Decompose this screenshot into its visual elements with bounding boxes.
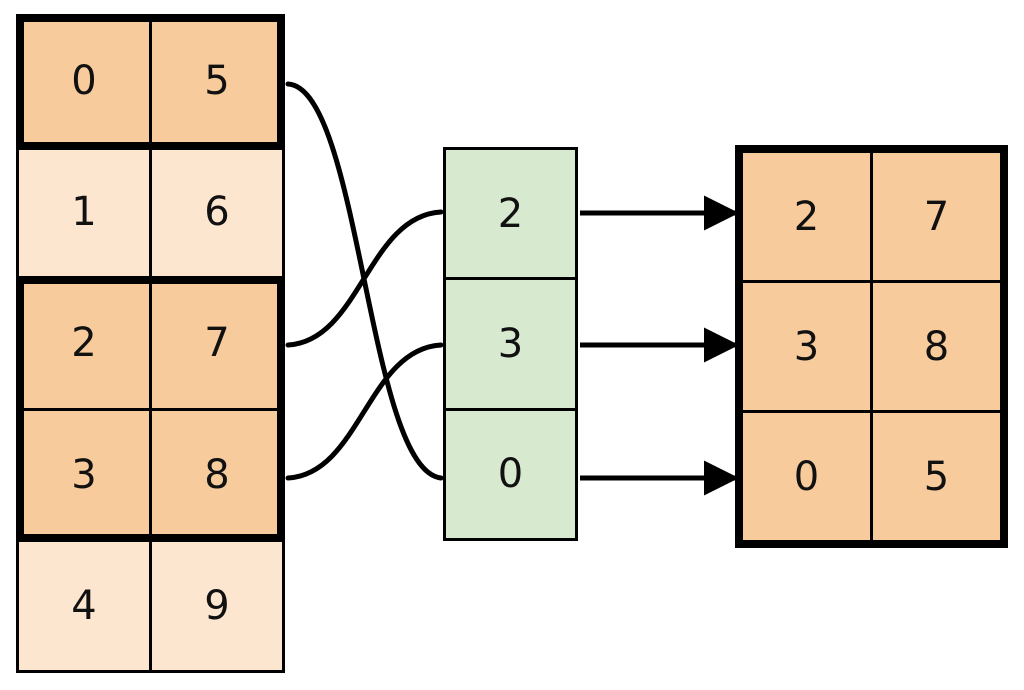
source-cell-r4c1: 9: [152, 541, 282, 670]
source-cell-r4c0: 4: [19, 541, 149, 670]
source-cell-r3c1: 8: [152, 410, 282, 539]
source-cell-r0c0: 0: [19, 17, 149, 146]
result-cell-r0c0: 2: [743, 153, 870, 280]
source-cell-r2c0: 2: [19, 279, 149, 408]
source-table: 0 5 1 6 2 7 3 8 4 9: [16, 14, 285, 673]
curve-source3-to-index1: [285, 342, 444, 481]
source-cell-r0c1: 5: [152, 17, 282, 146]
source-cell-r3c0: 3: [19, 410, 149, 539]
result-cell-r1c0: 3: [743, 283, 870, 410]
result-cell-r1c1: 8: [873, 283, 1000, 410]
result-cell-r0c1: 7: [873, 153, 1000, 280]
curve-source2-to-index0: [285, 209, 444, 348]
source-cell-r1c1: 6: [152, 148, 282, 277]
index-cell-2: 0: [446, 410, 575, 538]
result-cell-r2c1: 5: [873, 413, 1000, 540]
index-cell-0: 2: [446, 150, 575, 278]
curve-source0-to-index2: [285, 81, 444, 481]
index-column: 2 3 0: [443, 147, 578, 541]
source-cell-r1c0: 1: [19, 148, 149, 277]
source-cell-r2c1: 7: [152, 279, 282, 408]
index-cell-1: 3: [446, 280, 575, 408]
result-cell-r2c0: 0: [743, 413, 870, 540]
result-table: 2 7 3 8 0 5: [735, 145, 1008, 548]
